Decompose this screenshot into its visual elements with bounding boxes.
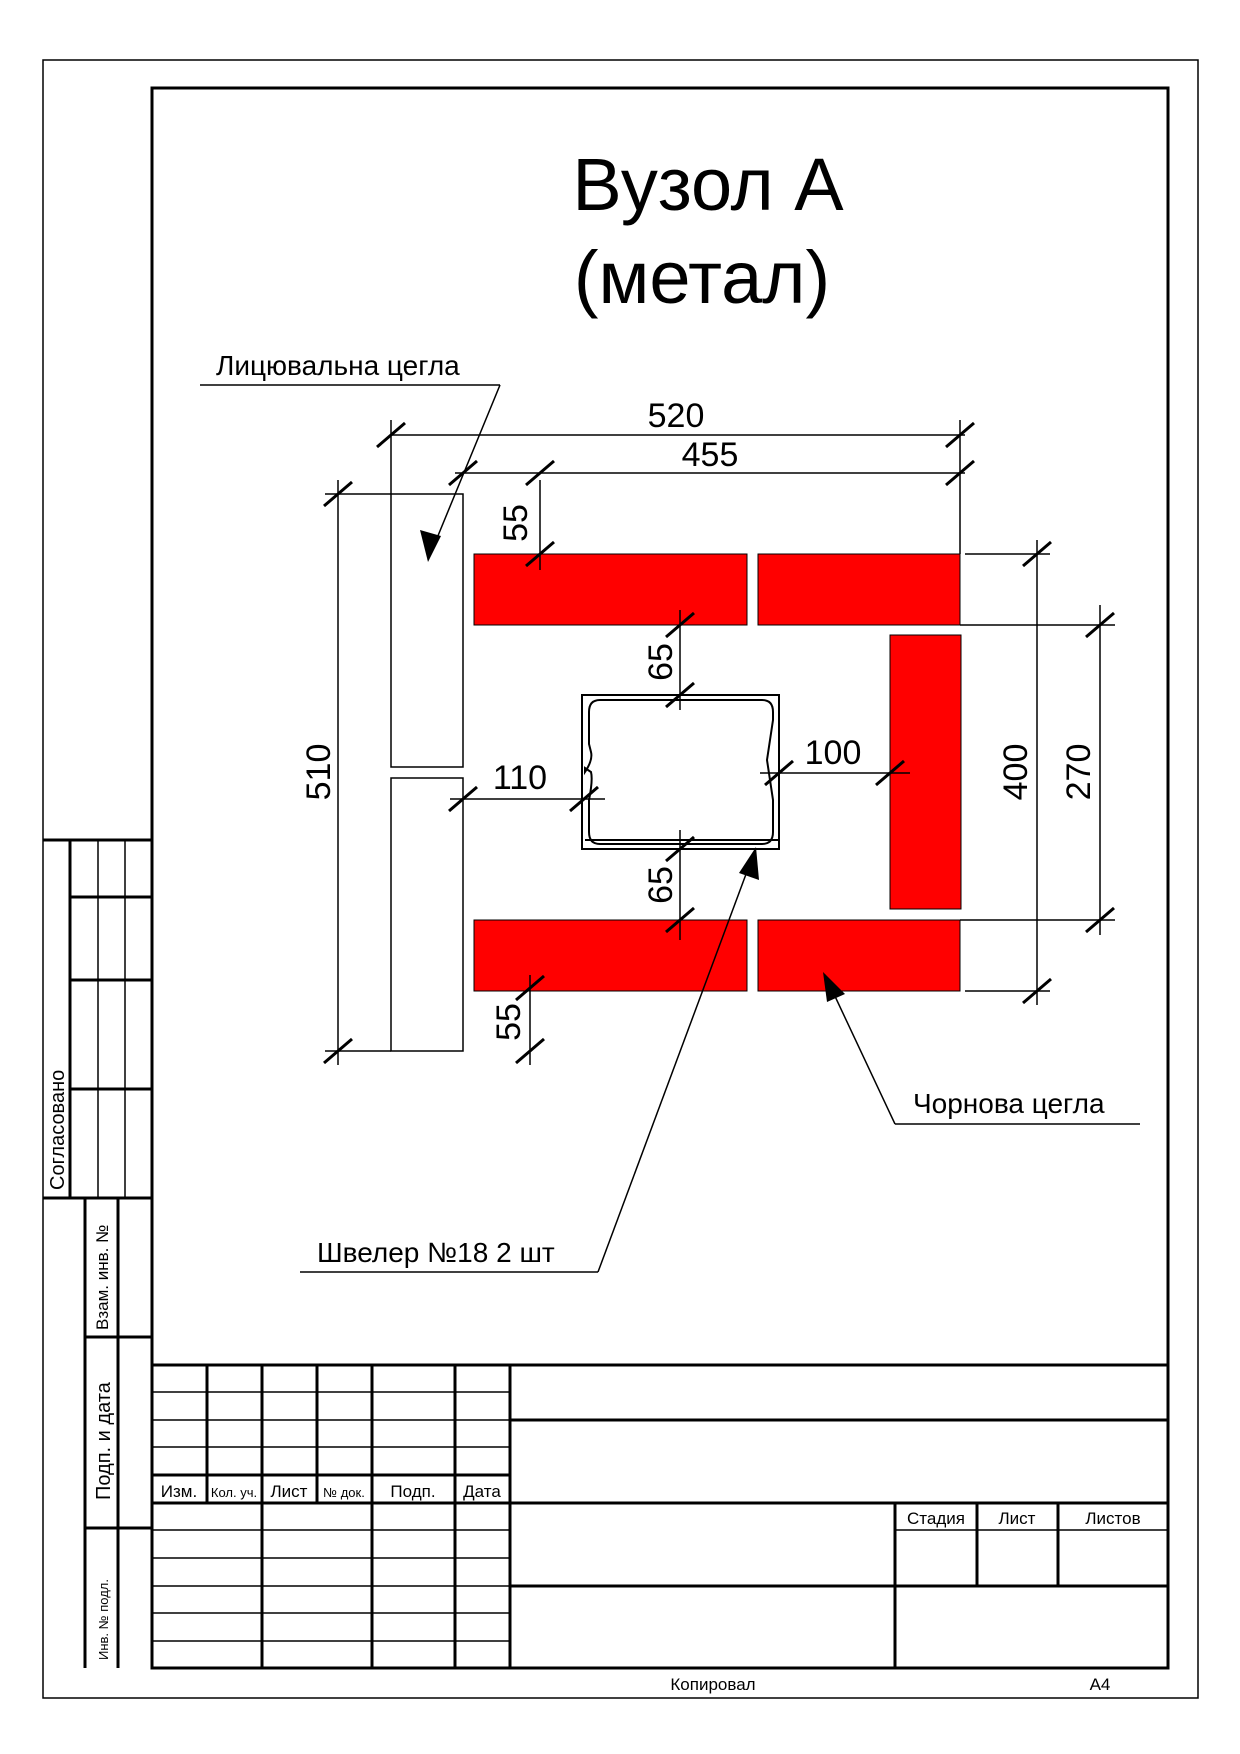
tb-col-kolvo: Кол. уч. (211, 1485, 257, 1500)
facing-brick-group (390, 493, 464, 1052)
leader-channel-arrow (597, 849, 756, 1273)
tb-sheets-label: Листов (1085, 1509, 1140, 1528)
tb-col-doc: № док. (323, 1485, 365, 1500)
dim-65-bottom-tick1 (665, 835, 695, 863)
tb-stage-label: Стадия (907, 1509, 965, 1528)
leader-facing-arrow (427, 384, 501, 561)
dim-65-top-tick2 (665, 681, 695, 709)
dim-510-text: 510 (300, 744, 338, 801)
side-sign-date-label: Подп. и дата (93, 1381, 115, 1500)
dim-55-top-tick (525, 540, 555, 568)
dim-520-text: 520 (648, 397, 705, 435)
side-agreed-label: Согласовано (47, 1070, 69, 1190)
side-stamp (43, 838, 152, 1668)
dim-100-tick-right (875, 759, 905, 787)
footer-copied: Копировал (670, 1675, 755, 1694)
tb-col-izm: Изм. (161, 1482, 197, 1501)
dim-400-tick-bottom (1022, 977, 1052, 1005)
red-brick-bottom-left (473, 919, 748, 992)
dim-400-tick-top (1022, 540, 1052, 568)
dim-270-tick-bottom (1085, 906, 1115, 934)
red-brick-top-right (757, 553, 961, 626)
footer-format: A4 (1090, 1675, 1111, 1694)
dim-55-bottom-tick (515, 1037, 545, 1065)
side-inv-orig-label: Инв. № подл. (96, 1579, 111, 1660)
rough-brick-label: Чорнова цегла (913, 1088, 1105, 1119)
dim-455-tick-right (945, 459, 975, 487)
leader-arrowheads (420, 530, 845, 1002)
dimension-lines (323, 420, 1115, 1065)
channel-outline (581, 694, 780, 850)
dim-110-text: 110 (493, 759, 547, 797)
channel-label: Швелер №18 2 шт (317, 1237, 555, 1268)
dim-110-tick-left (448, 785, 478, 813)
dim-65-top-text: 65 (642, 643, 680, 681)
dim-455-text: 455 (682, 436, 739, 474)
facing-brick-lower (390, 777, 464, 1052)
tb-col-sign: Подп. (390, 1482, 435, 1501)
dim-510-tick-bottom (323, 1037, 353, 1065)
arrowhead-facing (420, 530, 441, 562)
tb-col-date: Дата (463, 1482, 501, 1501)
dim-65-bottom-text: 65 (642, 866, 680, 904)
red-brick-top-left (473, 553, 748, 626)
dim-100-tick-left (764, 759, 794, 787)
leader-rough-arrow (824, 974, 896, 1125)
dim-110-tick-right (569, 785, 599, 813)
tb-sheet-label: Лист (999, 1509, 1036, 1528)
dim-55-bottom-tick2 (515, 974, 545, 1002)
leader-lines (200, 384, 1140, 1273)
rough-brick-group (473, 553, 962, 992)
dim-65-top-tick1 (665, 611, 695, 639)
title-block (152, 1363, 1168, 1668)
channel-section (581, 694, 780, 850)
drawing-title-line1: Вузол А (572, 143, 844, 226)
dim-55-top-tick2 (525, 459, 555, 487)
arrowhead-channel (739, 847, 759, 880)
red-brick-bottom-right (757, 919, 961, 992)
side-swap-inv-label: Взам. инв. № (93, 1225, 112, 1330)
tb-col-list: Лист (271, 1482, 308, 1501)
inner-frame (150, 86, 1170, 1670)
dim-270-tick-top (1085, 611, 1115, 639)
dim-100-text: 100 (805, 734, 862, 772)
red-brick-right-vertical (889, 634, 962, 910)
outer-border (42, 59, 1199, 1699)
channel-inner-profile (584, 699, 774, 845)
drawing-title-line2: (метал) (574, 236, 830, 319)
dim-520-tick-right (945, 421, 975, 449)
arrowhead-rough (823, 972, 845, 1002)
dim-400-text: 400 (997, 744, 1035, 801)
dim-55-bottom-text: 55 (490, 1003, 528, 1041)
dim-510-tick-top (323, 480, 353, 508)
dim-65-bottom-tick2 (665, 906, 695, 934)
dim-270-text: 270 (1060, 744, 1098, 801)
dim-55-top-text: 55 (497, 504, 535, 542)
dim-520-tick-left (376, 421, 406, 449)
facing-brick-label: Лицювальна цегла (216, 350, 460, 381)
